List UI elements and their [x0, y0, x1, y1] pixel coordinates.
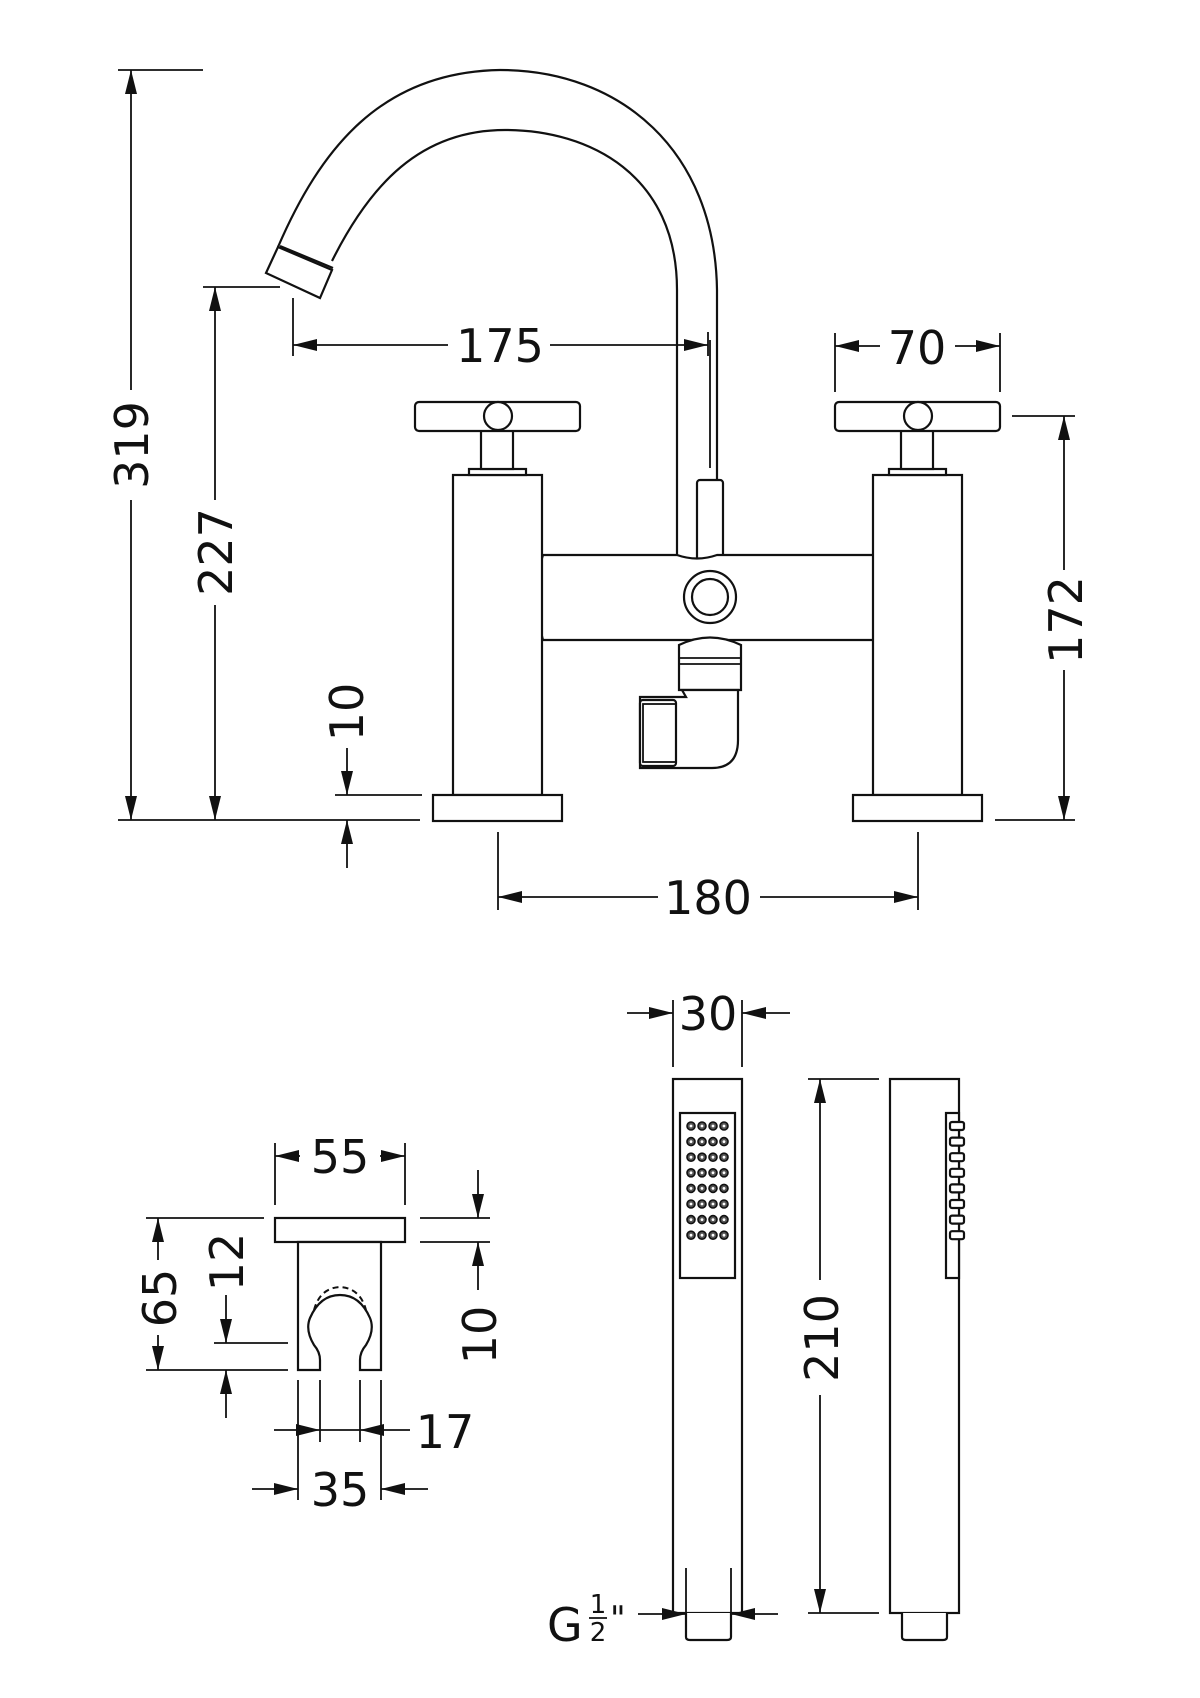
handset-side-thread [900, 1613, 949, 1642]
side-nozzle [948, 1152, 966, 1163]
side-nozzle [948, 1136, 966, 1147]
nozzle-hole [722, 1202, 726, 1206]
nozzle-hole [711, 1233, 715, 1237]
side-nozzle [948, 1214, 966, 1225]
nozzle-hole [711, 1140, 715, 1143]
dim-label-17: 17 [416, 1405, 475, 1459]
dim-handle-width: 70 [834, 321, 1001, 392]
nozzle-hole [722, 1171, 726, 1175]
dim-bracket-width: 55 [274, 1130, 406, 1205]
nozzle-hole [722, 1233, 726, 1237]
nozzle-hole [689, 1171, 693, 1175]
dim-label-12: 12 [200, 1233, 254, 1292]
nozzle-hole [711, 1155, 715, 1159]
nozzle-hole [689, 1140, 693, 1143]
dim-label-319: 319 [105, 401, 159, 489]
nozzle-hole [700, 1140, 704, 1143]
dim-label-55: 55 [311, 1130, 370, 1184]
diverter-lever [695, 340, 725, 582]
nozzle-hole [689, 1187, 693, 1190]
nozzle-hole [722, 1187, 726, 1190]
dim-label-180: 180 [664, 871, 752, 925]
nozzle-hole [711, 1218, 715, 1221]
dim-label-10-base: 10 [320, 683, 374, 742]
shower-outlet-elbow [638, 636, 743, 770]
nozzle-hole [700, 1187, 704, 1190]
thread-prefix: G [547, 1598, 583, 1652]
side-nozzle [948, 1120, 966, 1132]
bracket-holder-body [296, 1240, 383, 1372]
nozzle-hole [700, 1233, 704, 1237]
nozzle-hole [700, 1218, 704, 1221]
handset-side-view [888, 1077, 966, 1642]
dim-overall-height: 319 [105, 69, 420, 821]
dim-label-70: 70 [888, 321, 947, 375]
nozzle-hole [700, 1171, 704, 1175]
wall-bracket [273, 1216, 407, 1372]
left-base-plate [431, 793, 564, 823]
nozzle-hole [711, 1171, 715, 1175]
dim-handle-height: 172 [995, 415, 1093, 821]
dim-label-172: 172 [1039, 576, 1093, 664]
nozzle-hole [700, 1155, 704, 1159]
diverter-knob [690, 577, 730, 617]
right-pillar [833, 400, 1002, 823]
nozzle-hole [722, 1124, 726, 1128]
dim-label-227: 227 [189, 508, 243, 596]
nozzle-hole [689, 1124, 693, 1128]
nozzle-hole [711, 1124, 715, 1128]
dim-spout-reach: 175 [292, 298, 709, 373]
nozzle-hole [700, 1202, 704, 1206]
left-pillar [413, 400, 582, 823]
spout-aerator [264, 245, 334, 300]
dim-base-thickness: 10 [320, 683, 422, 868]
nozzle-hole [689, 1155, 693, 1159]
dim-bracket-height: 65 [133, 1217, 288, 1371]
dim-label-210: 210 [795, 1294, 849, 1382]
nozzle-hole [689, 1233, 693, 1237]
handset-front-view [671, 1077, 744, 1642]
spout [264, 68, 719, 558]
nozzle-hole [711, 1202, 715, 1206]
nozzle-hole [722, 1155, 726, 1159]
side-nozzle [948, 1230, 966, 1241]
dim-centres: 180 [497, 832, 919, 925]
thread-denominator: 2 [590, 1618, 607, 1648]
nozzle-hole [722, 1140, 726, 1143]
nozzle-hole [711, 1187, 715, 1190]
bracket-wall-plate [273, 1216, 407, 1244]
nozzle-hole [689, 1202, 693, 1206]
dim-thread-size: G 1 2 " [547, 1568, 778, 1652]
dim-handset-width: 30 [627, 987, 790, 1067]
side-nozzle [948, 1183, 966, 1194]
thread-unit: " [610, 1599, 626, 1639]
right-base-plate [851, 793, 984, 823]
dim-plate-thickness: 10 [420, 1170, 507, 1364]
dim-slot-offset: 12 [200, 1233, 288, 1418]
dim-handset-length: 210 [795, 1078, 879, 1614]
bath-shower-mixer [264, 68, 1002, 823]
dim-label-35: 35 [311, 1463, 370, 1517]
dim-body-width: 35 [252, 1463, 428, 1517]
thread-numerator: 1 [590, 1590, 607, 1620]
nozzle-hole [689, 1218, 693, 1221]
side-nozzle [948, 1198, 966, 1210]
side-nozzle-column [948, 1120, 966, 1241]
dim-spout-height: 227 [189, 286, 280, 820]
handset-thread [684, 1613, 733, 1642]
nozzle-hole [722, 1218, 726, 1221]
dim-slot-opening: 17 [274, 1380, 474, 1500]
nozzle-grid [686, 1121, 729, 1240]
nozzle-hole [700, 1124, 704, 1128]
dim-label-175: 175 [456, 319, 544, 373]
dim-label-10-plate: 10 [453, 1306, 507, 1365]
dim-label-65: 65 [133, 1269, 187, 1328]
handset-outline-dashed [313, 1285, 367, 1311]
dim-label-30: 30 [679, 987, 738, 1041]
side-nozzle [948, 1167, 966, 1178]
